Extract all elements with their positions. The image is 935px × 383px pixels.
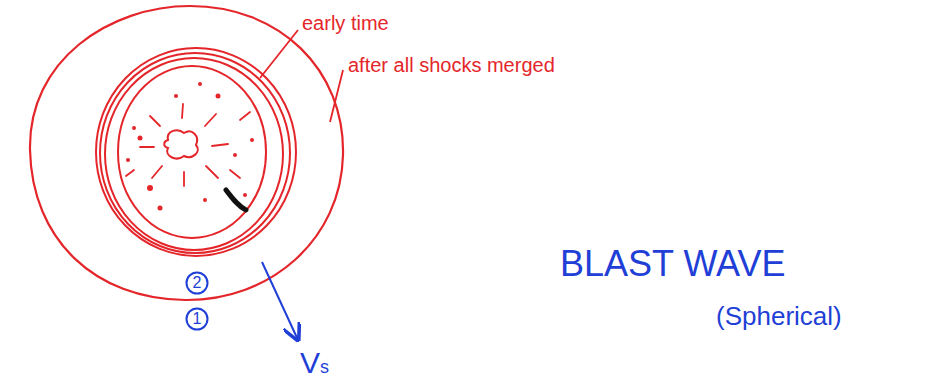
circled-number: 1 [185, 307, 209, 331]
circled-number: 2 [185, 271, 209, 295]
merged-shock-front [30, 6, 343, 300]
velocity-arrow [262, 262, 298, 340]
velocity-label: Vs [300, 346, 329, 379]
leader-line [330, 70, 343, 122]
annotation: early time [302, 12, 389, 34]
annotation: after all shocks merged [348, 54, 555, 76]
callout-number: 1 [185, 307, 209, 327]
debris-dots [126, 82, 254, 211]
leader-line [260, 30, 298, 78]
diagram-title: BLAST WAVE [560, 244, 785, 284]
callout-number: 2 [185, 271, 209, 291]
diagram-subtitle: (Spherical) [716, 302, 842, 331]
explosion-core [164, 130, 198, 158]
ink-mark [226, 190, 246, 210]
early-shock-shells [96, 48, 296, 256]
radial-dashes [126, 104, 250, 186]
